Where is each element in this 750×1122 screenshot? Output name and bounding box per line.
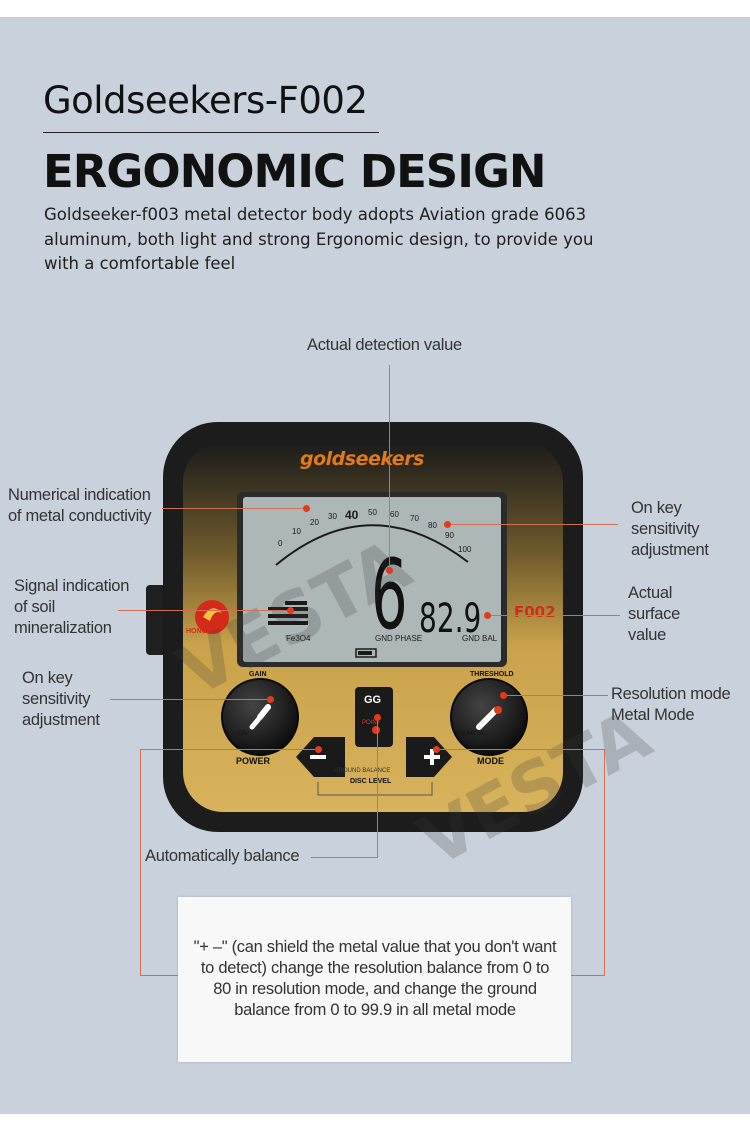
leader-dot <box>484 612 491 619</box>
disc-level-label: DISC LEVEL <box>350 778 392 785</box>
note-text: "+ –" (can shield the metal value that y… <box>193 938 557 1019</box>
minus-icon <box>310 755 326 759</box>
leader-line <box>140 749 318 750</box>
leader-dot <box>267 696 274 703</box>
leader-dot <box>444 521 451 528</box>
device-logo: goldseekers <box>300 448 424 470</box>
leader-dot <box>315 746 322 753</box>
leader-dot <box>386 567 393 574</box>
title-divider <box>43 132 379 133</box>
leader-dot <box>433 746 440 753</box>
pinpoint-top-label: GG <box>364 694 382 706</box>
callout-surface: Actual surface value <box>628 584 681 644</box>
scale-tick: 40 <box>345 508 359 522</box>
leader-line <box>437 749 604 750</box>
leader-line <box>162 508 307 509</box>
intro-paragraph: Goldseeker-f003 metal detector body adop… <box>44 205 594 273</box>
leader-line <box>377 717 378 857</box>
leader-line <box>571 975 605 976</box>
lcd-screen <box>243 497 501 662</box>
leader-dot <box>374 714 381 721</box>
brand-title: Goldseekers-F002 <box>43 79 368 122</box>
leader-line <box>110 699 270 700</box>
brand-mark-text: HONGTO <box>186 628 217 635</box>
gnd-bal-label: GND BAL <box>462 634 498 643</box>
scale-tick: 90 <box>445 531 454 540</box>
leader-dot <box>303 505 310 512</box>
brand-emblem-icon <box>195 600 229 634</box>
pinpoint-bottom-label: POINT <box>362 720 381 726</box>
gnd-phase-label: GND PHASE <box>375 634 423 643</box>
scale-tick: 70 <box>410 514 419 523</box>
leader-dot <box>500 692 507 699</box>
scale-tick: 10 <box>292 527 301 536</box>
power-label: POWER <box>236 756 271 766</box>
callout-sensitivity-right: On key sensitivity adjustment <box>631 499 709 559</box>
headline: ERGONOMIC DESIGN <box>43 145 547 198</box>
callout-sensitivity-left: On key sensitivity adjustment <box>22 669 100 729</box>
scale-tick: 100 <box>458 545 472 554</box>
scale-tick: 0 <box>278 539 283 548</box>
leader-line <box>503 695 608 696</box>
callout-conductivity: Numerical indication of metal conductivi… <box>8 486 152 525</box>
scale-tick: 60 <box>390 510 399 519</box>
callout-soil: Signal indication of soil mineralization <box>14 577 130 637</box>
on-label: ON <box>238 731 247 737</box>
leader-line <box>140 975 178 976</box>
leader-dot <box>287 607 294 614</box>
leader-line <box>311 857 378 858</box>
leader-line <box>389 365 390 570</box>
scale-tick: 80 <box>428 521 437 530</box>
note-box <box>178 897 571 1062</box>
battery-icon <box>355 648 377 658</box>
leader-line <box>118 610 290 611</box>
signal-bar <box>268 621 308 625</box>
leader-line <box>604 749 605 975</box>
scale-tick: 30 <box>328 512 337 521</box>
surface-value-display: 82.9 <box>419 596 482 642</box>
scale-tick: 50 <box>368 508 377 517</box>
callout-detection-value: Actual detection value <box>307 336 462 354</box>
threshold-label: THRESHOLD <box>470 671 514 678</box>
ground-balance-label: GROUND BALANCE <box>334 768 391 774</box>
leader-line <box>488 615 620 616</box>
all-metal-label: ALL METAL <box>455 731 487 737</box>
conductivity-arc <box>275 524 469 566</box>
signal-bar <box>285 601 307 605</box>
leader-line <box>448 524 618 525</box>
scale-tick: 20 <box>310 518 319 527</box>
gain-label: GAIN <box>249 671 267 678</box>
fe-label: Fe3O4 <box>286 634 311 643</box>
side-jack <box>146 585 166 655</box>
model-label: F002 <box>514 603 556 621</box>
callout-balance: Automatically balance <box>145 847 300 865</box>
leader-line <box>140 749 141 975</box>
mode-label: MODE <box>477 756 504 766</box>
signal-bar <box>268 614 308 618</box>
callout-mode: Resolution mode Metal Mode <box>611 685 731 724</box>
product-infographic: Goldseekers-F002 ERGONOMIC DESIGN Goldse… <box>0 17 750 1114</box>
